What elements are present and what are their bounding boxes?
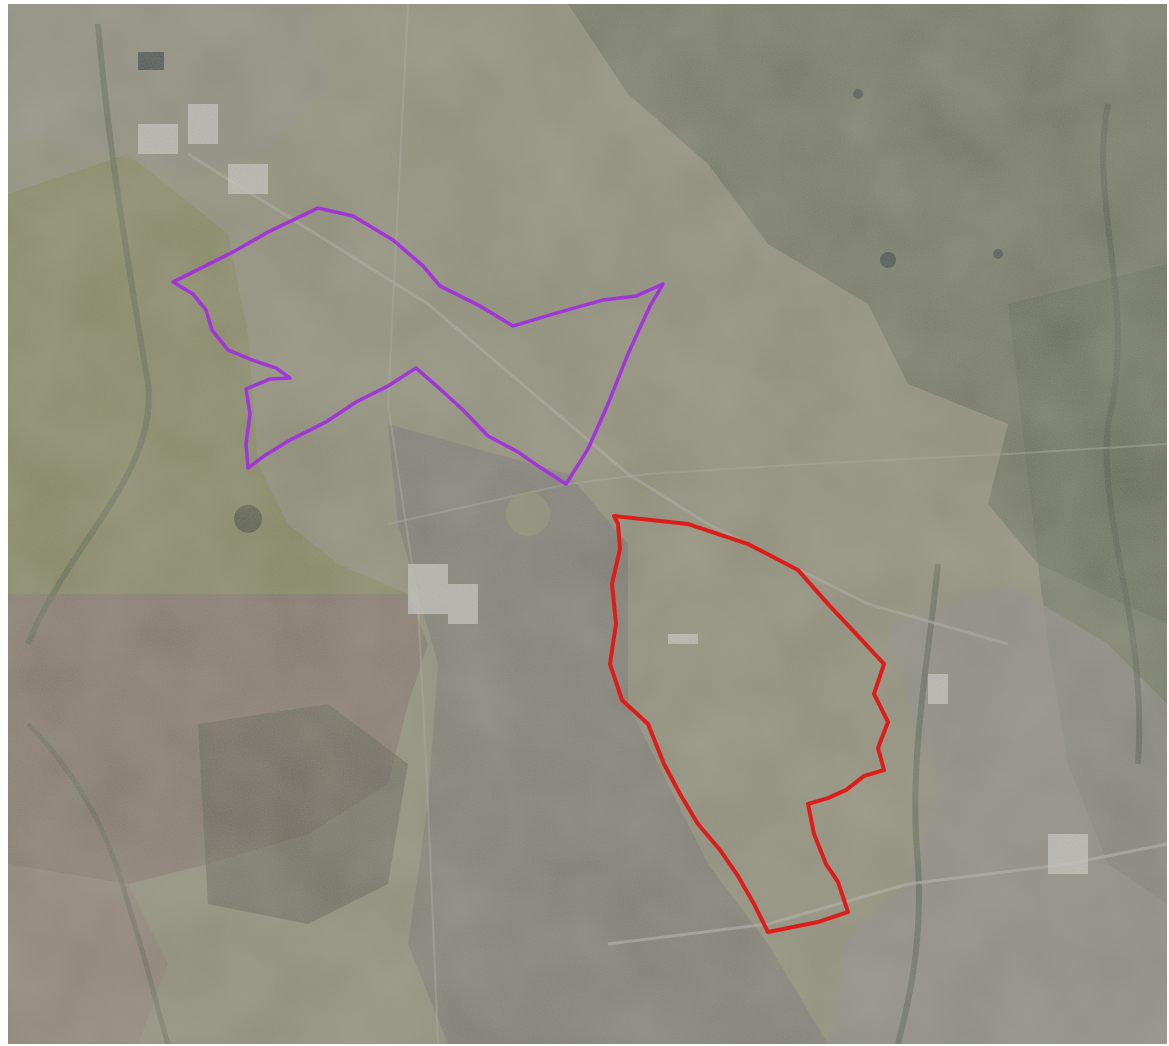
red-boundary-outline[interactable] xyxy=(608,514,890,934)
purple-boundary-outline[interactable] xyxy=(171,206,665,486)
texture-speckle xyxy=(8,4,1167,1044)
aerial-map[interactable] xyxy=(8,4,1167,1044)
